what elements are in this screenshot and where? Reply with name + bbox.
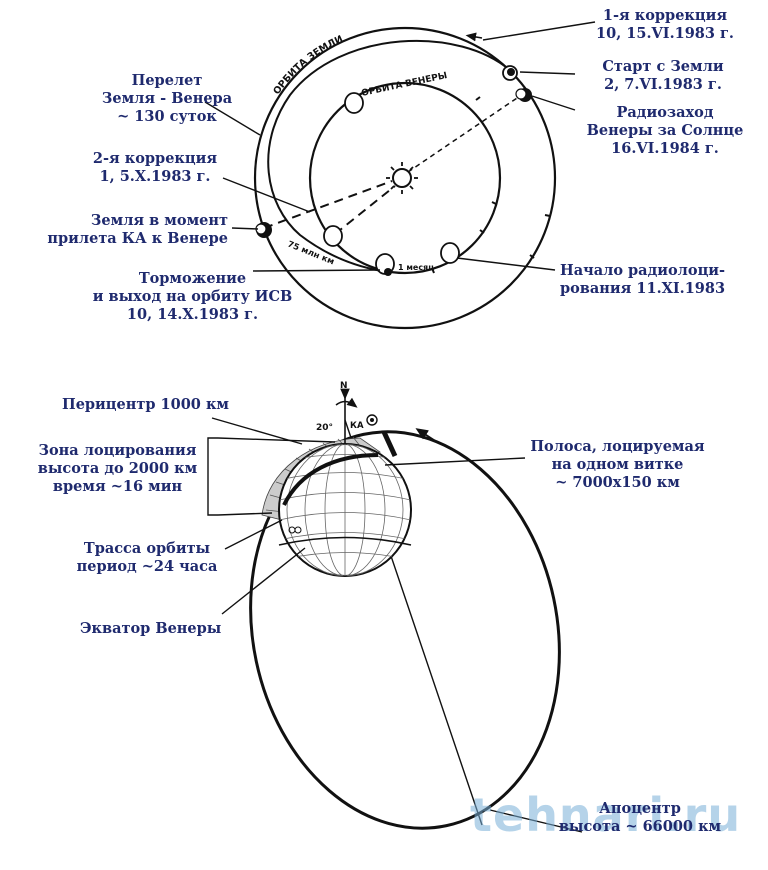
venus-arrival-planet [375, 253, 395, 276]
angle-mark: 20° [316, 423, 333, 433]
earth-launch-planet [502, 65, 518, 81]
venus-orbit-circle [308, 81, 502, 275]
launch-label: Старт с Земли 2, 7.VI.1983 г. [602, 58, 724, 93]
earth-occultation-planet [515, 88, 532, 102]
venus-globe [278, 430, 412, 577]
orbit-insertion-diagram: N 20° КА [207, 381, 583, 833]
radar-start-label: Начало радиолоци- рования 11.XI.1983 [560, 262, 726, 297]
venus-radar-start-planet [440, 242, 460, 264]
transfer-trajectory [267, 39, 513, 273]
earth-orbit-name: ОРБИТА ЗЕМЛИ [271, 34, 344, 97]
venus-launch-planet [344, 92, 364, 114]
correction2-label: 2-я коррекция 1, 5.X.1983 г. [92, 150, 218, 185]
venus-orbit-name: ОРБИТА ВЕНЕРЫ [361, 71, 449, 99]
braking-label: Торможение и выход на орбиту ИСВ 10, 14.… [92, 270, 293, 323]
track-marker-icon [288, 526, 302, 534]
earth-venus-dashed-line [263, 180, 393, 229]
correction1-label: 1-я коррекция 10, 15.VI.1983 г. [596, 7, 734, 42]
radar-strip-band [282, 453, 379, 506]
earth-orbit-circle [253, 26, 557, 330]
orbit-direction-arrow [415, 428, 438, 443]
venus-equator-line [278, 536, 412, 546]
apocenter-label: Апоцентр высота ~ 66000 км [558, 800, 722, 835]
ka-mark: КА [350, 421, 364, 431]
north-mark: N [340, 381, 348, 391]
transfer-label: Перелет Земля - Венера ~ 130 суток [101, 72, 233, 125]
radar-zone-label: Зона лоцирования высота до 2000 км время… [37, 442, 198, 495]
sun-occultation-dashed-line [407, 95, 521, 173]
equator-label: Экватор Венеры [80, 620, 222, 637]
venus-correction2-planet [323, 225, 343, 247]
radio-occultation-label: Радиозаход Венеры за Солнце 16.VI.1984 г… [586, 104, 744, 157]
sun-icon [386, 162, 418, 194]
radar-zone-bracket [207, 437, 218, 516]
orbit-track-label: Трасса орбиты период ~24 часа [76, 540, 218, 575]
earth-arrival-label: Земля в момент прилета КА к Венере [47, 212, 228, 247]
watermark: tehnari.ru [470, 788, 742, 842]
pericenter-label: Перицентр 1000 км [62, 396, 230, 413]
earth-arrival-planet [255, 222, 272, 238]
month-mark: 1 месяц [398, 263, 434, 272]
satellite-orbit-ellipse [249, 430, 561, 830]
radar-strip-label: Полоса, лоцируемая на одном витке ~ 7000… [530, 438, 705, 491]
spacecraft-icon [366, 414, 378, 426]
venus-sun-dashed-line [334, 185, 396, 235]
